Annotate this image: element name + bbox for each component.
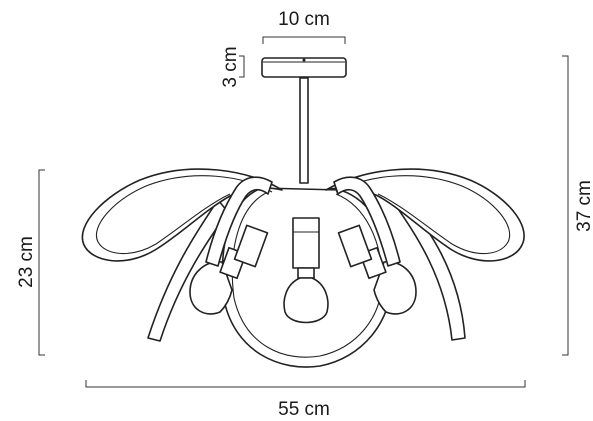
dimension-bracket-overall-width — [85, 380, 526, 388]
left-front-ribbon — [205, 176, 273, 267]
dimension-bracket-body-height — [38, 169, 45, 356]
dimension-bracket-overall-height — [562, 55, 569, 356]
left-bulb — [189, 224, 269, 315]
body-height-label: 23 cm — [16, 236, 37, 288]
left-ribbon — [81, 168, 283, 262]
lamp-stem — [299, 77, 309, 184]
left-back-ribbon — [147, 199, 229, 342]
lamp-illustration — [81, 57, 525, 368]
dimension-bracket-canopy-width — [262, 36, 346, 44]
canopy-height-label: 3 cm — [220, 46, 241, 87]
ceiling-canopy — [261, 57, 347, 78]
center-bulb — [283, 217, 329, 324]
canopy-width-label: 10 cm — [278, 9, 330, 30]
right-bulb — [337, 224, 417, 315]
overall-width-label: 55 cm — [278, 399, 330, 420]
overall-height-label: 37 cm — [574, 180, 593, 232]
right-ribbon — [325, 168, 525, 262]
dimension-bracket-canopy-height — [239, 55, 245, 78]
right-front-ribbon — [333, 176, 401, 267]
